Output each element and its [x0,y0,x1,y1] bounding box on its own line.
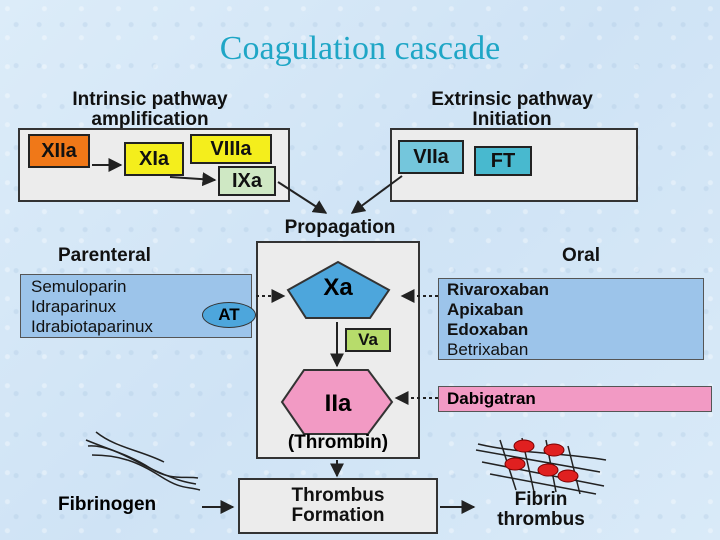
fibrin-thrombus-label: Fibrin thrombus [474,490,608,530]
oral-drug-0: Rivaroxaban [447,280,550,299]
factor-xiia: XIIa [28,134,90,168]
parenteral-drug-1: Idraparinux [31,297,117,316]
arrow-extrinsic-propagation [350,175,403,214]
factor-viiia: VIIIa [190,134,272,164]
intrinsic-header-line1: Intrinsic pathway [72,89,228,110]
factor-xia: XIa [124,142,184,176]
dabigatran-box: Dabigatran [438,386,712,412]
extrinsic-header-line2: Initiation [472,109,552,130]
parenteral-drug-0: Semuloparin [31,277,127,296]
intrinsic-header-line2: amplification [91,109,209,130]
thrombin-label: (Thrombin) [287,432,389,453]
factor-ft: FT [474,146,532,176]
xa-pentagon [286,260,391,319]
extrinsic-header-line1: Extrinsic pathway [431,89,593,110]
oral-list: Rivaroxaban Apixaban Edoxaban Betrixaban [438,278,704,360]
arrow-intrinsic-propagation [277,181,328,214]
oral-header: Oral [562,245,601,266]
oral-drug-1: Apixaban [447,300,524,319]
fibrin-line1: Fibrin [514,489,568,510]
thrombus-line1: Thrombus [291,485,385,506]
extrinsic-header: Extrinsic pathway Initiation [382,90,642,130]
fibrinogen-strands [85,431,201,491]
slide-title: Coagulation cascade [219,30,501,67]
thrombus-line2: Formation [291,505,385,526]
fibrin-line2: thrombus [497,509,585,530]
factor-ixa: IXa [218,166,276,196]
factor-viia: VIIa [398,140,464,174]
arrow-xia-ixa [169,172,217,187]
parenteral-drug-2: Idrabiotaparinux [31,317,153,336]
parenteral-header: Parenteral [58,245,151,266]
red-blood-cells [504,439,579,483]
xa-label: Xa [323,274,353,301]
fibrinogen-label: Fibrinogen [58,494,157,515]
thrombus-box: Thrombus Formation [238,478,438,534]
iia-hexagon [280,369,394,435]
propagation-label: Propagation [284,217,396,238]
oral-drug-3: Betrixaban [447,340,529,359]
factor-va: Va [345,328,391,352]
intrinsic-header: Intrinsic pathway amplification [20,90,280,130]
iia-label: IIa [324,390,352,417]
oral-drug-2: Edoxaban [447,320,529,339]
at-badge: AT [202,302,256,328]
